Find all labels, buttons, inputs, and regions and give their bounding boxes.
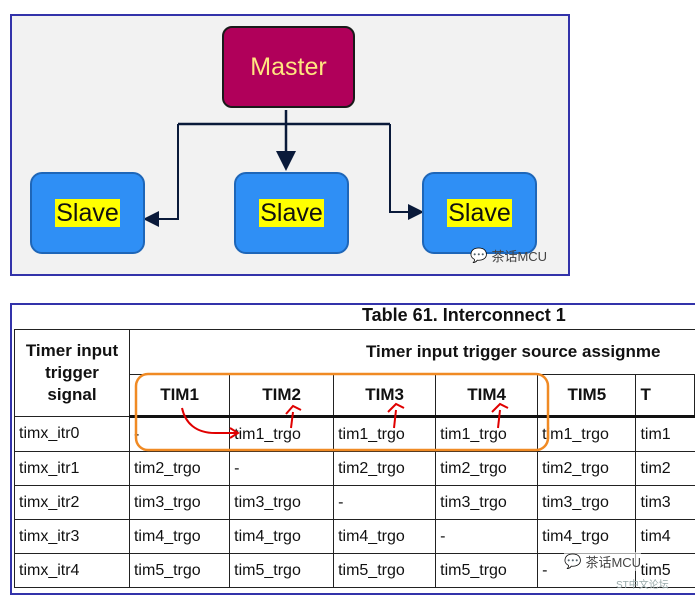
source-cell: tim2 xyxy=(635,451,695,486)
slave-label: Slave xyxy=(447,199,512,227)
signal-cell: timx_itr3 xyxy=(14,519,130,554)
col-header-tim1: TIM1 xyxy=(128,374,231,418)
source-cell: tim1_trgo xyxy=(435,416,539,452)
watermark-text: 茶话MCU xyxy=(491,249,548,264)
source-cell: tim2_trgo xyxy=(537,451,637,486)
col-header-tim4: TIM4 xyxy=(435,374,539,418)
source-cell: tim1_trgo xyxy=(333,416,437,452)
signal-cell: timx_itr4 xyxy=(14,553,130,588)
table-watermark: 💬 茶话MCU xyxy=(564,552,642,571)
connector-lines xyxy=(143,110,424,227)
col-header-tim-next: T xyxy=(635,374,695,418)
signal-cell: timx_itr2 xyxy=(14,485,130,520)
slave-box-center: Slave xyxy=(234,172,349,254)
source-cell: tim3_trgo xyxy=(435,485,539,520)
arrow-left xyxy=(143,124,179,227)
source-cell: tim2_trgo xyxy=(435,451,539,486)
source-cell: - xyxy=(128,416,231,452)
signal-column-header: Timer input trigger signal xyxy=(14,329,130,417)
col-header-tim3: TIM3 xyxy=(333,374,437,418)
source-cell: tim3 xyxy=(635,485,695,520)
table-caption: Table 61. Interconnect 1 xyxy=(362,305,566,325)
col-header-tim2: TIM2 xyxy=(229,374,335,418)
source-cell: tim2_trgo xyxy=(128,451,231,486)
slave-box-right: Slave xyxy=(422,172,537,254)
source-cell: tim4_trgo xyxy=(333,519,437,554)
chat-bubble-icon: 💬 xyxy=(564,553,582,569)
source-cell: tim5_trgo xyxy=(435,553,539,588)
source-cell: - xyxy=(229,451,335,486)
interconnect-table-area: Table 61. Interconnect 1 Timer input tri… xyxy=(10,300,695,605)
source-cell: tim5_trgo xyxy=(229,553,335,588)
source-cell: tim1_trgo xyxy=(229,416,335,452)
master-label: Master xyxy=(250,52,327,81)
slave-label: Slave xyxy=(259,199,324,227)
slave-label: Slave xyxy=(55,199,120,227)
source-cell: tim3_trgo xyxy=(537,485,637,520)
slave-box-left: Slave xyxy=(30,172,145,254)
source-cell: tim5_trgo xyxy=(128,553,231,588)
source-cell: tim1 xyxy=(635,416,695,452)
source-cell: tim2_trgo xyxy=(333,451,437,486)
forum-watermark: ST中文论坛 xyxy=(616,576,669,591)
master-slave-diagram: Master Slave Slave Slave 💬 茶话MCU xyxy=(10,14,570,276)
watermark-text: 茶话MCU xyxy=(585,555,642,570)
col-header-tim5: TIM5 xyxy=(537,374,637,418)
source-cell: tim3_trgo xyxy=(128,485,231,520)
source-cell: tim4_trgo xyxy=(128,519,231,554)
table-frame xyxy=(10,303,695,595)
chat-bubble-icon: 💬 xyxy=(470,247,488,263)
signal-cell: timx_itr0 xyxy=(14,416,130,452)
assignment-header: Timer input trigger source assignme xyxy=(128,329,695,375)
source-cell: - xyxy=(435,519,539,554)
master-box: Master xyxy=(222,26,355,108)
source-cell: tim1_trgo xyxy=(537,416,637,452)
arrow-right xyxy=(389,124,424,220)
source-cell: tim5 xyxy=(635,553,695,588)
interconnect-table: Timer input trigger signal Timer input t… xyxy=(14,329,695,588)
watermark: 💬 茶话MCU xyxy=(470,246,547,265)
source-cell: - xyxy=(333,485,437,520)
signal-cell: timx_itr1 xyxy=(14,451,130,486)
source-cell: tim4_trgo xyxy=(229,519,335,554)
table-header-row: Timer input trigger signal Timer input t… xyxy=(14,329,695,417)
source-cell: tim4_trgo xyxy=(537,519,637,554)
source-cell: tim3_trgo xyxy=(229,485,335,520)
forum-watermark-text: ST中文论坛 xyxy=(616,580,669,591)
source-cell: tim5_trgo xyxy=(333,553,437,588)
source-cell: tim4 xyxy=(635,519,695,554)
